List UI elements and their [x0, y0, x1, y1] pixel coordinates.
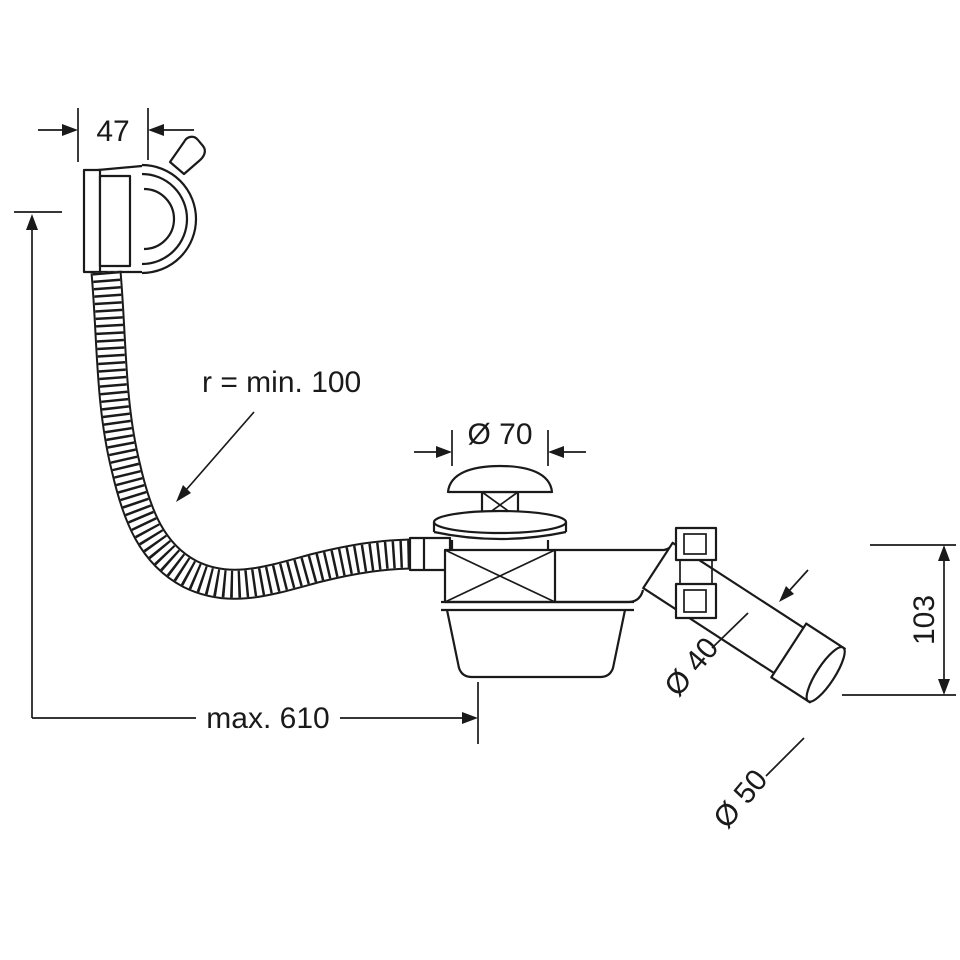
- dim-outlet-diameter: Ø 50: [707, 737, 805, 835]
- dim-plug-diameter: Ø 70: [414, 418, 586, 466]
- radius-note-label: r = min. 100: [202, 366, 361, 399]
- dim-103-label: 103: [908, 595, 941, 645]
- dim-47-label: 47: [96, 115, 129, 148]
- overflow-unit: [82, 135, 206, 275]
- dim-max-length: max. 610: [14, 211, 479, 744]
- dim-47-arrow-left: [62, 124, 78, 136]
- overflow-knob-ring-outer: [141, 163, 198, 275]
- plug-cap: [446, 464, 554, 494]
- plug-flange: [432, 509, 568, 535]
- waste-plug: [432, 464, 568, 550]
- radius-arrow: [176, 485, 191, 502]
- dim-70-label: Ø 70: [467, 418, 532, 451]
- pipe-pointer: [779, 569, 809, 602]
- outlet-pipe: [555, 526, 846, 704]
- dim-103-arrow-bottom: [938, 679, 950, 695]
- waste-body: [408, 536, 634, 679]
- dim-40-label: Ø 40: [658, 632, 725, 703]
- siphon-bowl: [445, 609, 627, 679]
- outlet-open-end: [805, 646, 846, 703]
- dim-47-arrow-right: [148, 124, 164, 136]
- pipe-clip-bottom: [674, 582, 718, 620]
- overflow-body-plate: [82, 168, 102, 274]
- overflow-knob-ring-inner: [143, 187, 176, 251]
- overflow-body: [98, 174, 132, 268]
- height-arrow-up: [26, 214, 38, 230]
- flexible-hose: [90, 270, 417, 600]
- overflow-lever: [168, 135, 206, 176]
- dim-70-arrow-right: [548, 446, 564, 458]
- dim-70-arrow-left: [436, 446, 452, 458]
- outlet-pipe-angled: [642, 541, 808, 677]
- dim-50-label: Ø 50: [707, 764, 774, 835]
- radius-note: r = min. 100: [176, 366, 361, 502]
- dim-103-arrow-top: [938, 545, 950, 561]
- dim-overflow-width: 47: [38, 108, 194, 162]
- dim-outlet-height: 103: [842, 544, 956, 696]
- pipe-clip-top-hole: [683, 533, 707, 555]
- dim-610-label: max. 610: [206, 702, 329, 735]
- overflow-knob-ring-mid: [141, 172, 189, 266]
- pipe-clip-bottom-hole: [683, 589, 707, 613]
- dim-610-arrow-right: [462, 712, 478, 724]
- pipe-clip-top: [674, 526, 718, 562]
- pipe-pointer-arrow: [779, 586, 794, 602]
